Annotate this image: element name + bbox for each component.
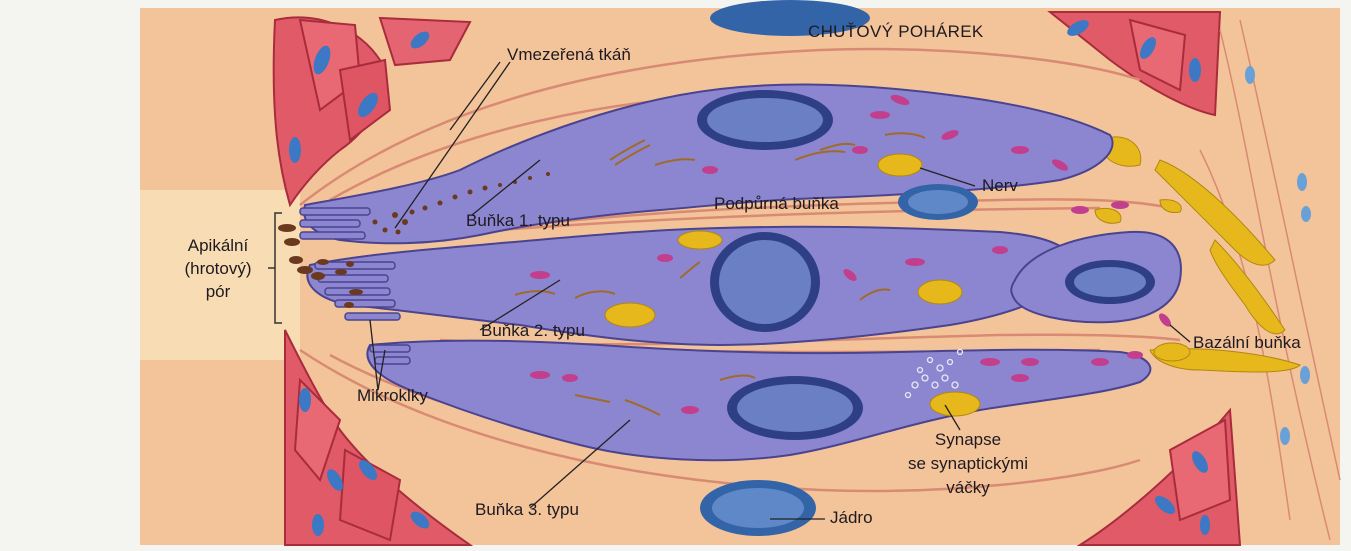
label-synapse-line2: se synaptickými <box>898 454 1038 474</box>
label-bunka-2-typu: Buňka 2. typu <box>481 321 585 341</box>
label-apikalni-line2: (hrotový) <box>168 259 268 279</box>
label-podpurna-bunka: Podpůrná buňka <box>714 194 839 214</box>
label-mikroklky: Mikroklky <box>357 386 428 406</box>
label-bunka-3-typu: Buňka 3. typu <box>475 500 579 520</box>
label-vmezerena-tkan: Vmezeřená tkáň <box>507 45 631 65</box>
label-bunka-1-typu: Buňka 1. typu <box>466 211 570 231</box>
label-synapse-line1: Synapse <box>898 430 1038 450</box>
label-jadro: Jádro <box>830 508 873 528</box>
label-apikalni-line1: Apikální <box>168 236 268 256</box>
diagram-title: CHUŤOVÝ POHÁREK <box>808 22 983 42</box>
label-synapse-line3: váčky <box>898 478 1038 498</box>
label-apikalni-line3: pór <box>168 282 268 302</box>
label-bazalni-bunka: Bazální buňka <box>1193 333 1301 353</box>
label-nerv: Nerv <box>982 176 1018 196</box>
